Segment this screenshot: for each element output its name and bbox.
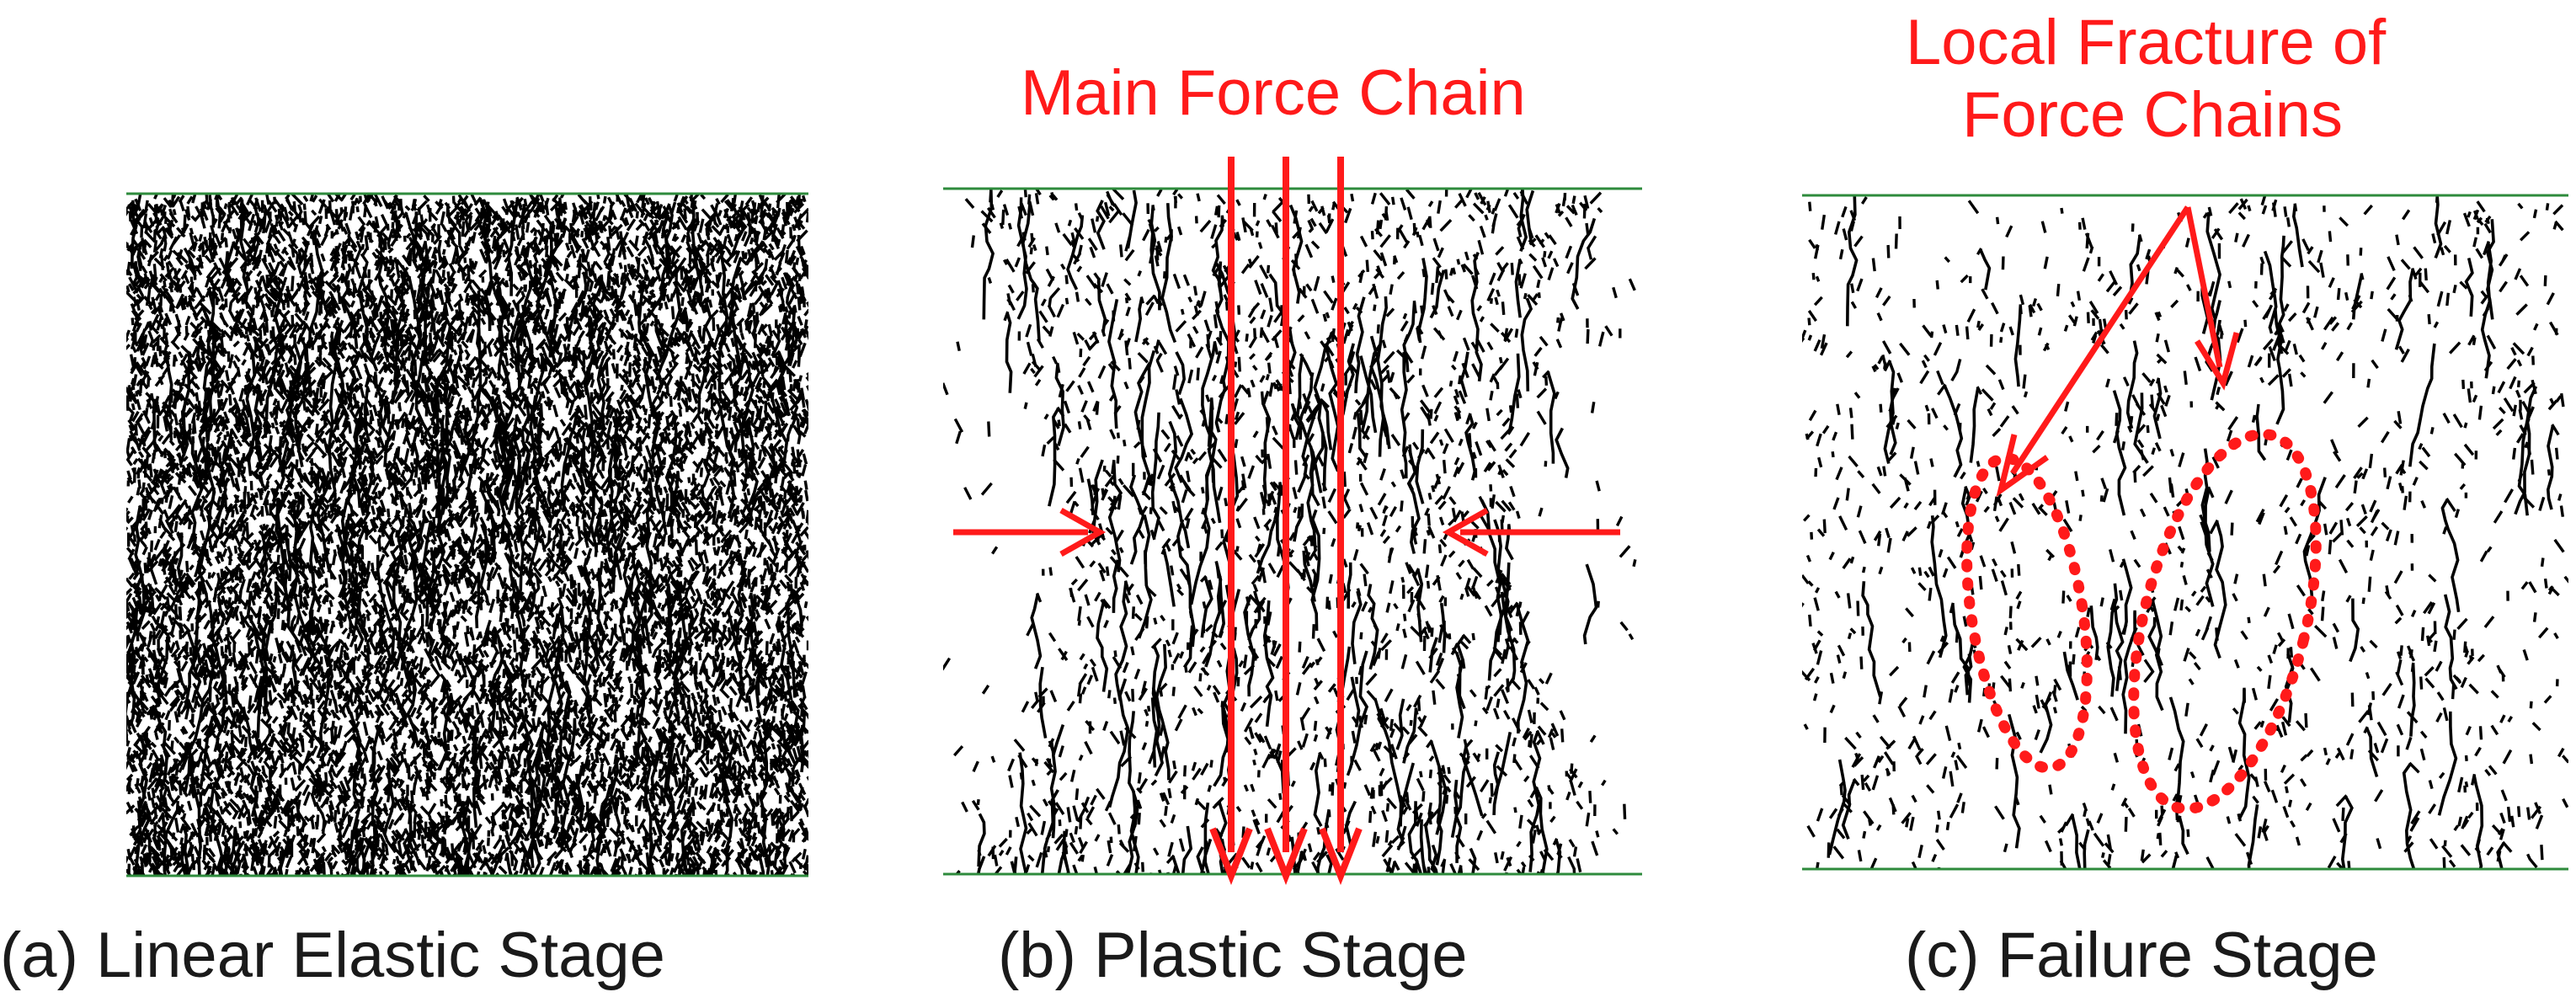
main-force-chain-arrows bbox=[1209, 157, 1363, 885]
lateral-arrow-left-head bbox=[1059, 507, 1107, 557]
fracture-arrow-left-head bbox=[1996, 434, 2050, 498]
local-fracture-label-line2: Force Chains bbox=[1962, 79, 2343, 151]
panel-b-particle-field bbox=[943, 189, 1637, 874]
panel-c-caption: (c) Failure Stage bbox=[1905, 920, 2378, 991]
fracture-arrow-left bbox=[2010, 205, 2190, 475]
local-fracture-label-line1: Local Fracture of bbox=[1906, 7, 2387, 78]
panel-a-particle-field bbox=[126, 194, 808, 876]
panel-b-caption: (b) Plastic Stage bbox=[998, 920, 1468, 991]
fracture-zone-right bbox=[2128, 429, 2322, 814]
panel-b: Main Force Chain (b) Plastic Stage bbox=[943, 57, 1642, 991]
main-force-chain-label: Main Force Chain bbox=[1021, 57, 1526, 129]
texB-chains bbox=[976, 189, 1598, 874]
panel-c-particle-field bbox=[1802, 195, 2568, 869]
fracture-zone-left bbox=[1961, 452, 2093, 774]
panel-a-caption: (a) Linear Elastic Stage bbox=[0, 920, 665, 991]
panel-a: (a) Linear Elastic Stage bbox=[0, 192, 808, 991]
texA-chains bbox=[126, 198, 806, 876]
texC-chains bbox=[1827, 195, 2555, 869]
lateral-arrow-right-head bbox=[1442, 507, 1489, 557]
lateral-confinement-arrows bbox=[953, 507, 1620, 557]
texA-particles bbox=[126, 194, 808, 876]
fracture-arrow-right-head bbox=[2195, 332, 2240, 391]
force-chain-arrow-left-head bbox=[1209, 827, 1253, 885]
fracture-pointer-arrows bbox=[1996, 205, 2240, 498]
force-chain-arrow-right-head bbox=[1319, 827, 1363, 885]
fracture-arrow-right bbox=[2184, 206, 2223, 368]
panel-c: Local Fracture of Force Chains (c) Failu… bbox=[1802, 7, 2568, 991]
force-chain-arrow-center-head bbox=[1264, 827, 1308, 885]
